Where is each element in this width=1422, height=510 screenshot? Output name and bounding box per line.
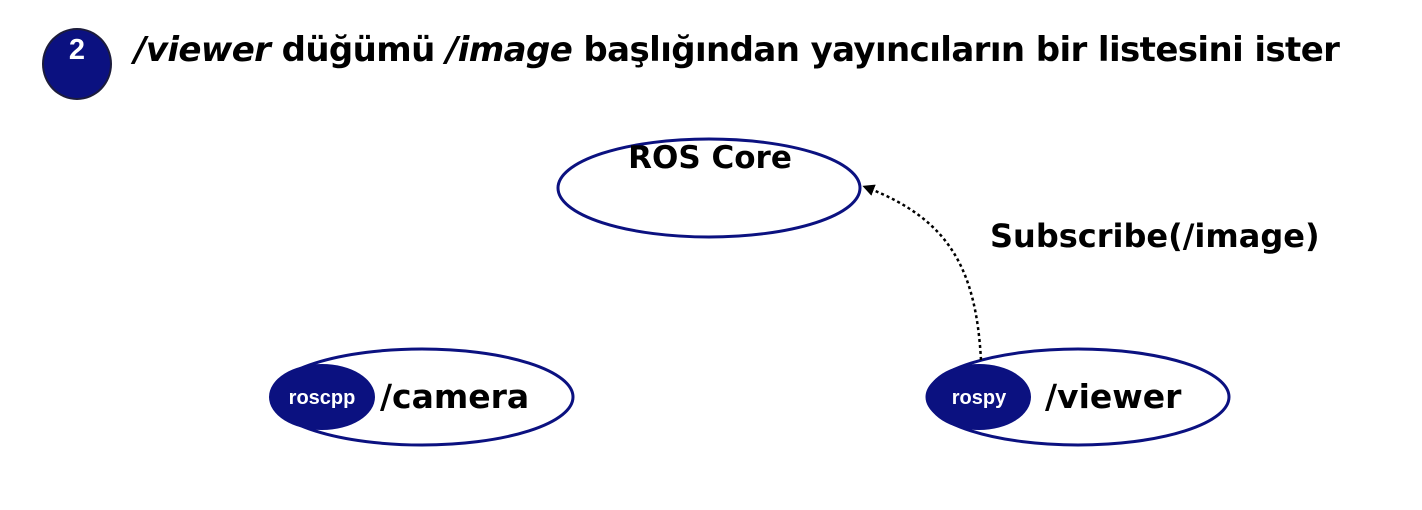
- camera-node-label: /camera: [380, 377, 529, 416]
- viewer-node-label: /viewer: [1045, 377, 1182, 416]
- ros-core-label: ROS Core: [628, 140, 792, 176]
- headline-image-topic: /image: [445, 30, 573, 70]
- viewer-node: rospy /viewer: [925, 347, 1231, 447]
- viewer-lib-badge: [927, 364, 1031, 430]
- step-number-badge: 2: [42, 28, 112, 100]
- camera-lib-badge: [269, 364, 375, 430]
- headline-viewer-topic: /viewer: [134, 30, 271, 70]
- camera-node: roscpp /camera: [269, 347, 575, 447]
- subscribe-arrow: [862, 184, 983, 361]
- headline-text-2: başlığından yayıncıların bir listesini i…: [572, 30, 1340, 70]
- ros-core-node: ROS Core: [556, 137, 862, 239]
- subscribe-edge: Subscribe(/image): [862, 184, 1320, 361]
- ros-core-ellipse: [556, 137, 862, 239]
- headline-text-1: düğümü: [270, 30, 446, 70]
- subscribe-label: Subscribe(/image): [990, 217, 1320, 255]
- camera-lib-label: roscpp: [289, 387, 356, 409]
- headline: /viewer düğümü /image başlığından yayınc…: [134, 22, 1340, 78]
- step-number: 2: [68, 34, 86, 66]
- viewer-lib-label: rospy: [952, 387, 1007, 409]
